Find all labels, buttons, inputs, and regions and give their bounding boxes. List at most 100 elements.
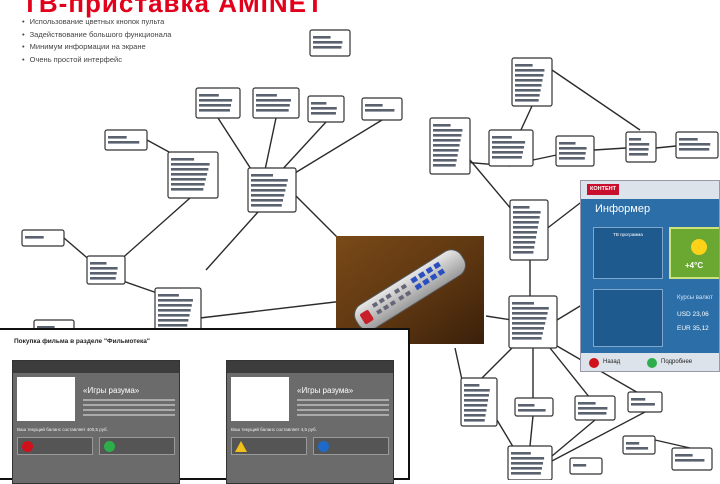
diagram-edge [519, 105, 533, 133]
menu-item-bar [171, 168, 209, 171]
green-button-icon[interactable] [647, 358, 657, 368]
purchase-title: Покупка фильма в разделе "Фильмотека" [14, 338, 150, 345]
diagram-node [309, 29, 351, 57]
menu-item-bar [433, 149, 459, 152]
menu-item-bar [515, 94, 540, 97]
menu-item-bar [433, 154, 458, 157]
diagram-edge [654, 439, 691, 449]
buy-button[interactable] [99, 437, 175, 455]
menu-item-bar [171, 178, 206, 181]
diagram-node [460, 377, 498, 427]
diagram-node [195, 87, 241, 119]
tv-program-label: ТВ программа [613, 232, 643, 237]
balance-text: Ваш текущий баланс составляет 400,5 руб. [17, 427, 108, 432]
menu-item-bar [513, 251, 534, 254]
menu-item-bar [559, 152, 586, 155]
top-up-button[interactable] [313, 437, 389, 455]
menu-item-bar [256, 104, 290, 107]
weather-card[interactable]: +4°C [669, 227, 719, 279]
menu-item-bar [629, 148, 649, 151]
menu-item-bar [513, 216, 540, 219]
menu-item-bar [251, 184, 287, 187]
menu-item-bar [158, 294, 179, 297]
warning-icon [235, 441, 247, 452]
menu-item-bar [199, 109, 230, 112]
menu-item-bar [256, 94, 277, 97]
diagram-edge [199, 299, 353, 319]
diagram-edge [289, 119, 383, 177]
menu-item-bar [90, 272, 117, 275]
movie-poster [231, 377, 289, 421]
red-circle-icon [22, 441, 33, 452]
menu-item-bar [158, 319, 189, 322]
menu-item-bar [158, 314, 190, 317]
menu-item-bar [515, 74, 544, 77]
menu-item-bar [679, 138, 698, 141]
menu-item-bar [513, 211, 541, 214]
menu-item-bar [311, 112, 336, 115]
tv-program-card[interactable]: ТВ программа [593, 227, 663, 279]
diagram-edge [454, 347, 463, 381]
news-card[interactable] [593, 289, 663, 347]
menu-item-bar [158, 299, 193, 302]
diagram-edge [496, 419, 516, 451]
diagram-node [622, 435, 656, 455]
low-balance-warning [231, 437, 307, 455]
menu-item-bar [629, 153, 648, 156]
diagram-node [625, 131, 657, 163]
menu-item-bar [512, 337, 542, 340]
menu-item-bar [108, 136, 127, 139]
menu-item-bar [492, 146, 525, 149]
diagram-node [488, 129, 534, 167]
informer-title: Информер [595, 203, 651, 215]
menu-item-bar [433, 164, 456, 167]
screen-topbar [13, 361, 179, 373]
menu-item-bar [313, 46, 342, 49]
menu-item-bar [464, 394, 489, 397]
diagram-edge [551, 419, 596, 457]
diagram-edge [549, 347, 591, 399]
bullet-item: Очень простой интерфейс [22, 54, 171, 67]
movie-title: «Игры разума» [297, 386, 354, 395]
cancel-button[interactable] [17, 437, 93, 455]
menu-item-bar [679, 143, 711, 146]
menu-item-bar [433, 129, 463, 132]
menu-item-bar [511, 452, 531, 455]
diagram-node [154, 287, 202, 333]
menu-item-bar [464, 409, 487, 412]
menu-item-bar [511, 457, 545, 460]
menu-item-bar [492, 151, 523, 154]
diagram-edge [485, 315, 513, 321]
diagram-node [104, 129, 148, 151]
menu-item-bar [626, 447, 649, 450]
menu-item-bar [511, 472, 541, 475]
menu-item-bar [513, 221, 539, 224]
diagram-node [167, 151, 219, 199]
menu-item-bar [108, 141, 140, 144]
blue-circle-icon [318, 441, 329, 452]
movie-poster [17, 377, 75, 421]
menu-item-bar [515, 79, 543, 82]
temperature-value: +4°C [685, 261, 704, 270]
menu-item-bar [513, 246, 535, 249]
menu-item-bar [626, 442, 640, 445]
diagram-edge [551, 69, 641, 131]
menu-item-bar [311, 102, 327, 105]
diagram-node [627, 391, 663, 413]
menu-item-bar [90, 277, 116, 280]
menu-item-bar [515, 84, 542, 87]
menu-item-bar [251, 174, 273, 177]
menu-item-bar [365, 104, 383, 107]
diagram-node [307, 95, 345, 123]
diagram-node [86, 255, 126, 285]
diagram-node [509, 199, 549, 261]
menu-item-bar [573, 464, 587, 467]
diagram-node [507, 445, 553, 480]
menu-item-bar [171, 188, 204, 191]
movie-description [297, 399, 389, 417]
menu-item-bar [464, 419, 485, 422]
menu-item-bar [433, 144, 460, 147]
movie-purchase-panel: Покупка фильма в разделе "Фильмотека" «И… [0, 328, 410, 484]
red-button-icon[interactable] [589, 358, 599, 368]
back-label: Назад [603, 359, 621, 365]
